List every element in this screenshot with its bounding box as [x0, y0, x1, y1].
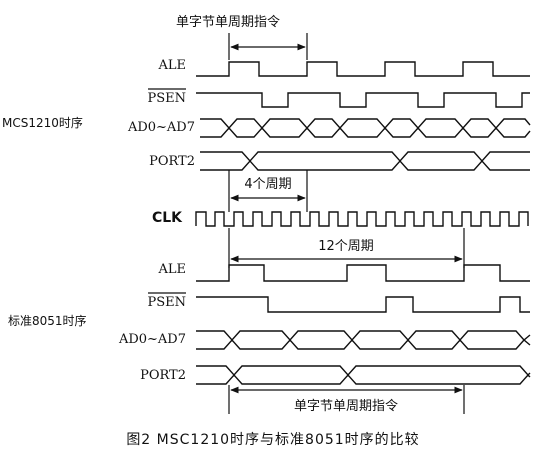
twelve-cycle-label: 12个周期 — [318, 239, 374, 254]
top-psen-trace — [196, 92, 530, 108]
bottom-port2-trace-lower — [196, 373, 531, 385]
top-psen-label: PSEN — [147, 91, 186, 106]
figure-caption: 图2 MSC1210时序与标准8051时序的比较 — [126, 432, 419, 448]
bottom-port2-trace-upper — [196, 365, 531, 377]
top-port2-label: PORT2 — [149, 154, 195, 169]
top-ad-label: AD0~AD7 — [127, 120, 195, 135]
top-ad-trace-upper — [200, 118, 531, 130]
top-group-name: MCS1210时序 — [2, 115, 83, 130]
top-port2-trace-upper — [200, 151, 530, 163]
bottom-psen-trace — [196, 296, 530, 313]
bottom-ad-trace-upper — [196, 330, 531, 342]
bottom-port2-label: PORT2 — [140, 368, 186, 383]
four-cycle-label: 4个周期 — [244, 177, 291, 192]
top-ale-label: ALE — [157, 58, 186, 73]
top-ad-trace-lower — [200, 126, 531, 138]
bottom-ad-label: AD0~AD7 — [118, 332, 186, 347]
clk-label: CLK — [152, 210, 183, 226]
bottom-ad-trace-lower — [196, 338, 531, 350]
bottom-ale-label: ALE — [157, 262, 186, 277]
bottom-group-name: 标准8051时序 — [8, 313, 87, 328]
bottom-psen-label: PSEN — [147, 295, 186, 310]
top-ale-trace — [196, 61, 530, 77]
top-span-label: 单字节单周期指令 — [176, 15, 280, 30]
bottom-ale-trace — [196, 264, 530, 282]
clk-trace — [195, 211, 529, 227]
bottom-span-label: 单字节单周期指令 — [294, 399, 398, 414]
top-port2-trace-lower — [200, 159, 530, 171]
